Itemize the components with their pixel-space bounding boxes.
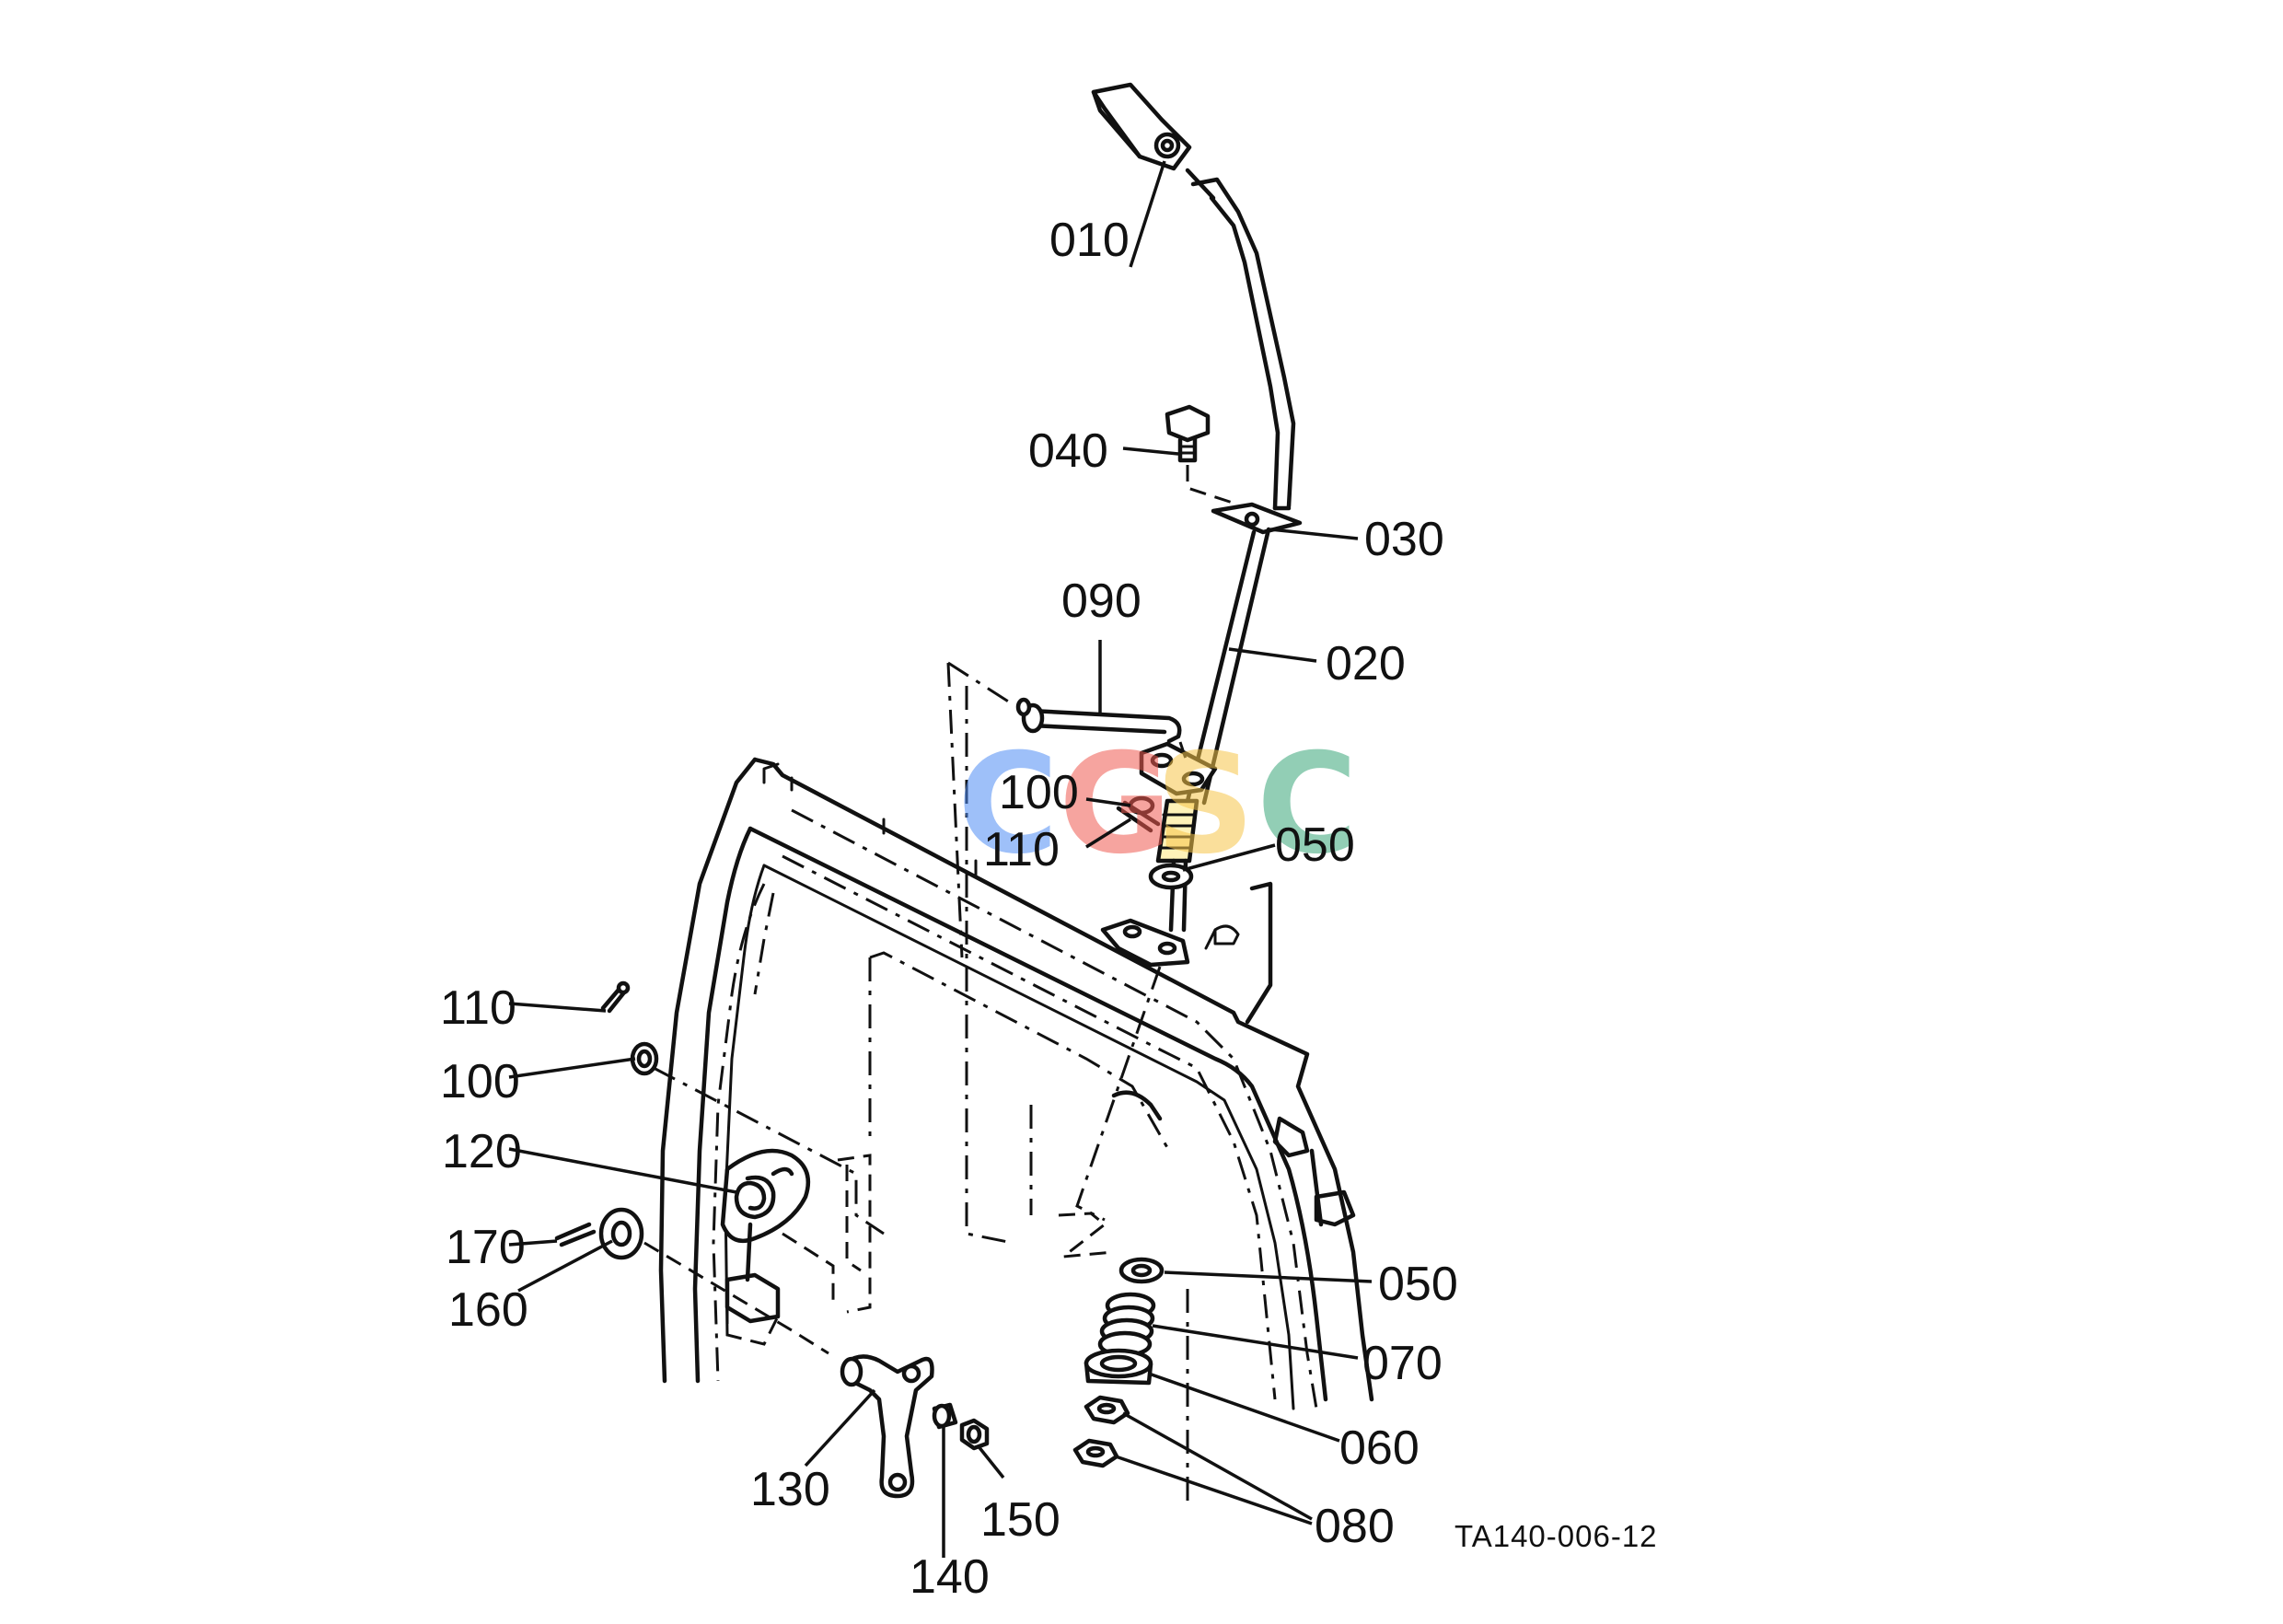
bolt-040-part [1165,404,1239,506]
callout-090: 090 [1061,574,1142,628]
callout-080: 080 [1315,1500,1395,1553]
callout-050-lower: 050 [1378,1258,1458,1311]
callout-labels: 010 040 030 090 020 100 110 050 110 100 … [440,214,1658,1604]
callout-030: 030 [1364,513,1444,566]
upper-bracket-part [1139,741,1218,796]
watermark-letter: C [957,725,1059,885]
callout-110-left: 110 [440,981,516,1035]
shift-lever-assembly [946,82,1303,1222]
lever-rod-030-part [1185,168,1303,535]
watermark-letter: S [1155,725,1255,885]
callout-020: 020 [1326,637,1406,690]
callout-040: 040 [1028,424,1108,478]
watermark-letter: C [1257,725,1358,885]
pin-110-upper [1116,800,1161,833]
rod-020-part [1155,527,1271,933]
callout-140: 140 [910,1550,990,1604]
cab-frame [658,686,1374,1510]
callout-170: 170 [446,1221,526,1274]
rod-090-part [1015,697,1189,765]
callout-100-upper: 100 [999,766,1079,819]
spring-stack [1058,1212,1165,1468]
callout-050-upper: 050 [1275,818,1355,872]
callout-150: 150 [980,1493,1060,1547]
callout-100-left: 100 [440,1055,520,1108]
callout-010: 010 [1049,214,1130,267]
callout-160: 160 [448,1283,528,1337]
callout-120: 120 [442,1125,522,1178]
callout-110-upper: 110 [983,823,1060,876]
callout-130: 130 [750,1463,830,1516]
arm-assembly [554,980,990,1499]
figure-code: TA140-006-12 [1454,1519,1658,1553]
leader-lines [508,160,1373,1558]
callout-060: 060 [1339,1421,1420,1475]
knob-010-part [1091,82,1192,171]
callout-070: 070 [1362,1337,1443,1390]
lower-bracket-part [1100,918,1190,968]
